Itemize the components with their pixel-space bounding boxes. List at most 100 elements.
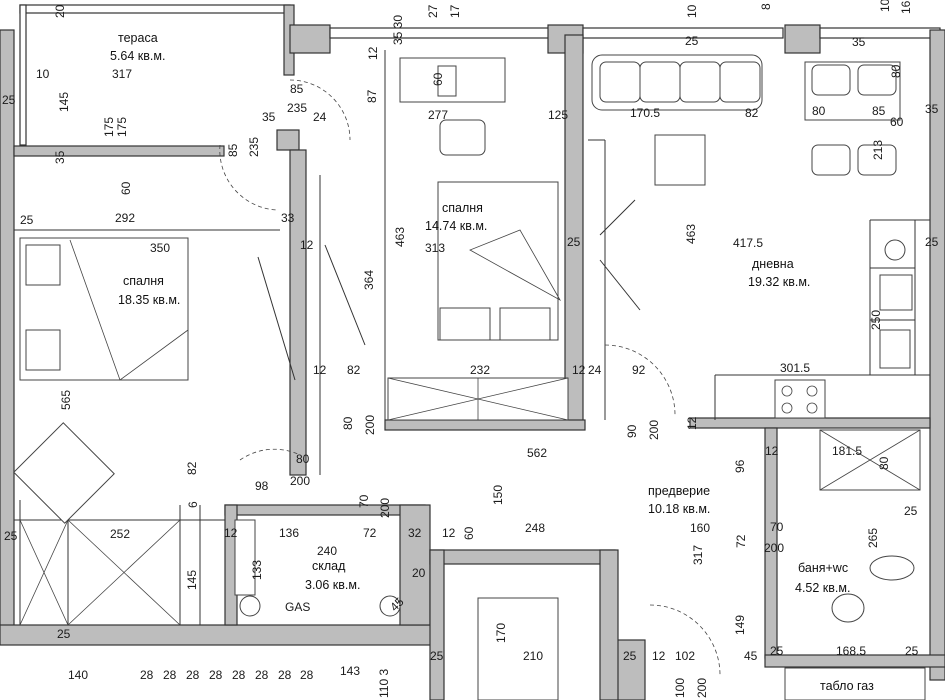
wall-top-window3 (819, 27, 941, 39)
dim-label: 85 (226, 143, 240, 157)
dim-label: 35 30 (391, 15, 405, 45)
wall-terrace-left (19, 4, 27, 146)
wall-part-b (289, 149, 307, 476)
room-gas-panel-name: табло газ (820, 679, 874, 693)
dim-label: 82 (745, 106, 759, 120)
room-storage-name: склад (312, 559, 346, 573)
inner-lines (14, 50, 930, 700)
dim-label: 317 (112, 67, 132, 81)
dim-label: 364 (362, 270, 376, 290)
dim-label: 200 (695, 678, 709, 698)
dim-label: 20 (53, 4, 67, 18)
dim-label: 200 (290, 474, 310, 488)
dim-label: 17 (448, 4, 462, 18)
dim-label: 70 (770, 520, 784, 534)
room-hall-name: предверие (648, 484, 710, 498)
dim-label: 35 (262, 110, 276, 124)
room-hall-area: 10.18 кв.м. (648, 502, 710, 516)
wall-bedroom2-bottom (384, 419, 586, 431)
dim-label: 235 (247, 137, 261, 157)
dim-label: 136 (279, 526, 299, 540)
dim-label: 110 3 (377, 669, 391, 698)
furniture (13, 54, 915, 700)
dim-label: 102 (675, 649, 695, 663)
dim-label: 301.5 (780, 361, 810, 375)
dim-label: 25 (4, 529, 18, 543)
room-living-area: 19.32 кв.м. (748, 275, 810, 289)
dim-label: 292 (115, 211, 135, 225)
wall-part-a (276, 129, 300, 151)
dim-label: 181.5 (832, 444, 862, 458)
dim-label: 200 (647, 420, 661, 440)
dim-label: 72 (363, 526, 377, 540)
dim-label: 200 (378, 498, 392, 518)
walls (0, 4, 945, 700)
dim-label: 250 (869, 310, 883, 330)
gas-meter (239, 595, 261, 617)
room-terrace-name: тераса (118, 31, 158, 45)
dim-label: 25 (57, 627, 71, 641)
room-terrace-area: 5.64 кв.м. (110, 49, 165, 63)
dim-label: 12 (224, 526, 238, 540)
dim-label: 25 (905, 644, 919, 658)
dim-label: 25 (925, 235, 939, 249)
toilet (869, 555, 915, 581)
dim-label: 248 (525, 521, 545, 535)
dim-label: 463 (684, 224, 698, 244)
pillow-2 (25, 329, 61, 371)
dim-label: 145 (57, 92, 71, 112)
gas-label: GAS (285, 600, 310, 614)
fridge (884, 239, 906, 261)
dim-label: 28 (278, 668, 292, 682)
wall-top-c (784, 24, 821, 54)
wall-bottom-mid (614, 639, 646, 700)
dim-label: 12 (652, 649, 666, 663)
dim-label: 12 (572, 363, 586, 377)
dim-label: 8 (759, 3, 773, 10)
wall-bottom-right (764, 654, 945, 668)
dim-label: 100 (673, 678, 687, 698)
dim-label: 12 (685, 416, 699, 430)
dim-label: 96 (733, 459, 747, 473)
dim-label: 35 (53, 150, 67, 164)
room-bedroom1-name: спалня (123, 274, 164, 288)
dim-label: 562 (527, 446, 547, 460)
dim-label: 60 (890, 115, 904, 129)
dim-label: 35 (925, 102, 939, 116)
room-bath-area: 4.52 кв.м. (795, 581, 850, 595)
dim-label: 232 (470, 363, 490, 377)
dim-label: 45 (744, 649, 758, 663)
dim-label: 28 (209, 668, 223, 682)
dim-label: 28 (186, 668, 200, 682)
dim-label: 24 (313, 110, 327, 124)
dim-label: 32 (408, 526, 422, 540)
dim-label: 28 (255, 668, 269, 682)
wall-terrace-bottom (13, 145, 225, 157)
dim-label: 149 (733, 615, 747, 635)
dim-label: 80 (889, 64, 903, 78)
dim-label: 565 (59, 390, 73, 410)
pillow-1 (25, 244, 61, 286)
dim-label: 80 (812, 104, 826, 118)
chair (439, 119, 486, 156)
dim-label: 265 (866, 528, 880, 548)
wall-top-window2 (582, 27, 784, 39)
wall-stair-left (429, 549, 445, 700)
dim-label: 12 (300, 238, 314, 252)
dim-label: 6 (186, 501, 200, 508)
dim-label: 60 (462, 526, 476, 540)
wall-top-window (329, 27, 551, 39)
doors (219, 79, 721, 676)
wall-right (929, 29, 945, 681)
room-bedroom2-area: 14.74 кв.м. (425, 219, 487, 233)
dim-label: 20 (412, 566, 426, 580)
dim-label: 170 (494, 623, 508, 643)
wall-storage-right (399, 504, 431, 626)
wall-top-a (289, 24, 331, 54)
dim-label: 85 (872, 104, 886, 118)
wall-storage-top (224, 504, 426, 516)
dim-label: 12 (442, 526, 456, 540)
room-storage-area: 3.06 кв.м. (305, 578, 360, 592)
dim-label: 24 (588, 363, 602, 377)
dim-label: 25 (685, 34, 699, 48)
